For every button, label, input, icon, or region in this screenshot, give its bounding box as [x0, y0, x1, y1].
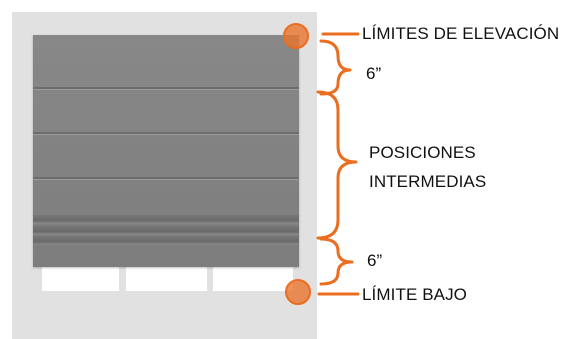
intermediate-label-line2: INTERMEDIAS: [369, 172, 487, 191]
top-spacing-brace: [319, 39, 352, 96]
lower-limit-label: LÍMITE BAJO: [362, 285, 468, 304]
shade-stack-fold: [33, 236, 299, 245]
window-pane: [42, 265, 119, 291]
bottom-spacing-label: 6”: [367, 251, 383, 270]
shade-fold: [33, 87, 299, 90]
bottom-spacing-brace: [319, 237, 354, 286]
lower-limit-marker: [285, 279, 311, 305]
shade-fold: [33, 132, 299, 135]
intermediate-brace: [316, 90, 358, 240]
shade-fold: [33, 177, 299, 180]
upper-limit-marker: [283, 23, 309, 49]
roman-shade: [33, 35, 299, 267]
top-spacing-label: 6”: [366, 64, 382, 83]
window-pane: [213, 265, 293, 291]
shade-stack-fold: [33, 215, 299, 224]
intermediate-label-line1: POSICIONES: [369, 143, 476, 162]
window-pane: [126, 265, 207, 291]
raise-limits-label: LÍMITES DE ELEVACIÓN: [362, 24, 560, 43]
shade-stack-fold: [33, 226, 299, 235]
